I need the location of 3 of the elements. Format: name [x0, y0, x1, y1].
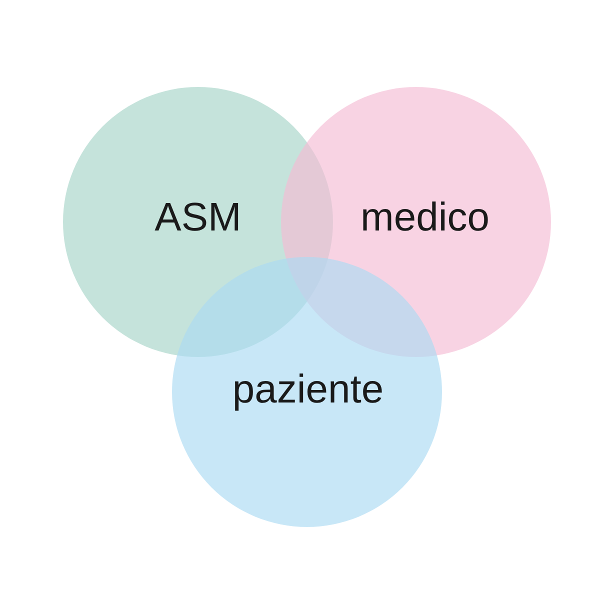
set-label: medico: [360, 196, 490, 240]
set-label: paziente: [232, 368, 384, 412]
set-label: ASM: [154, 196, 242, 240]
